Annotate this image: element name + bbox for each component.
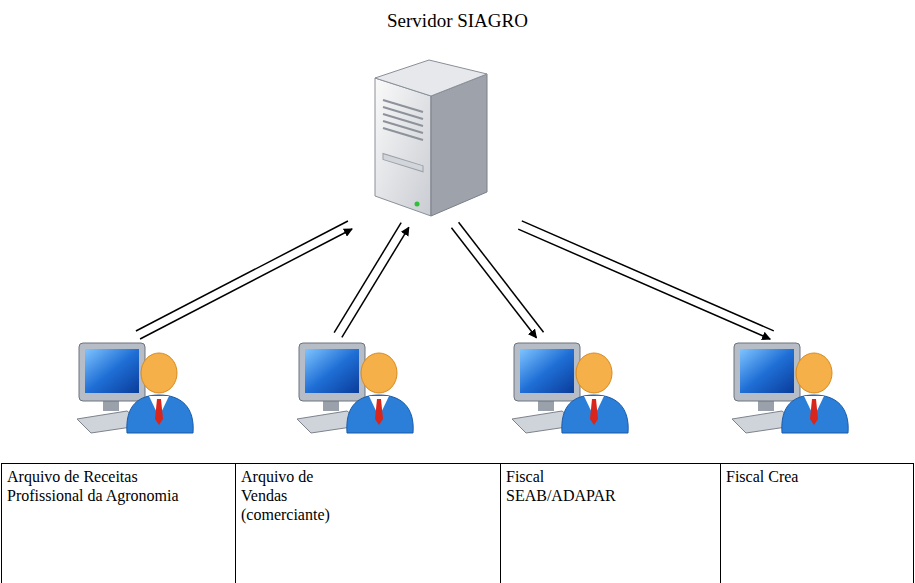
workstation-icon <box>730 339 860 434</box>
workstation-icon <box>295 339 425 434</box>
arrow-line <box>342 227 409 337</box>
workstation-icon <box>75 339 205 434</box>
workstation-icon <box>510 339 640 434</box>
workstation-node: Fiscal Crea <box>720 335 914 583</box>
parallel-line <box>334 223 401 333</box>
double-arrow-connector <box>136 221 352 339</box>
parallel-line <box>459 222 544 332</box>
server-title: Servidor SIAGRO <box>325 10 590 32</box>
arrow-line <box>518 229 770 339</box>
cell-text: Arquivo de Vendas (comerciante) <box>236 464 366 528</box>
server-icon <box>365 56 495 221</box>
parallel-line <box>136 221 348 331</box>
table-cell: Arquivo de Receitas Profissional da Agro… <box>1 463 236 583</box>
cell-text: Fiscal Crea <box>721 464 881 489</box>
server-node: Servidor SIAGRO <box>325 10 590 225</box>
parallel-line <box>522 221 774 331</box>
workstation-node: Fiscal SEAB/ADAPAR <box>500 335 721 583</box>
table-cell: Fiscal SEAB/ADAPAR <box>500 463 721 583</box>
double-arrow-connector <box>451 222 543 338</box>
arrow-line <box>451 228 536 338</box>
cell-text: Arquivo de Receitas Profissional da Agro… <box>2 464 190 508</box>
workstation-node: Arquivo de Vendas (comerciante) <box>235 335 501 583</box>
workstation-node: Arquivo de Receitas Profissional da Agro… <box>1 335 236 583</box>
table-cell: Fiscal Crea <box>720 463 914 583</box>
table-cell: Arquivo de Vendas (comerciante) <box>235 463 501 583</box>
cell-text: Fiscal SEAB/ADAPAR <box>501 464 631 508</box>
double-arrow-connector <box>518 221 774 339</box>
double-arrow-connector <box>334 223 409 338</box>
arrow-line <box>140 229 352 339</box>
